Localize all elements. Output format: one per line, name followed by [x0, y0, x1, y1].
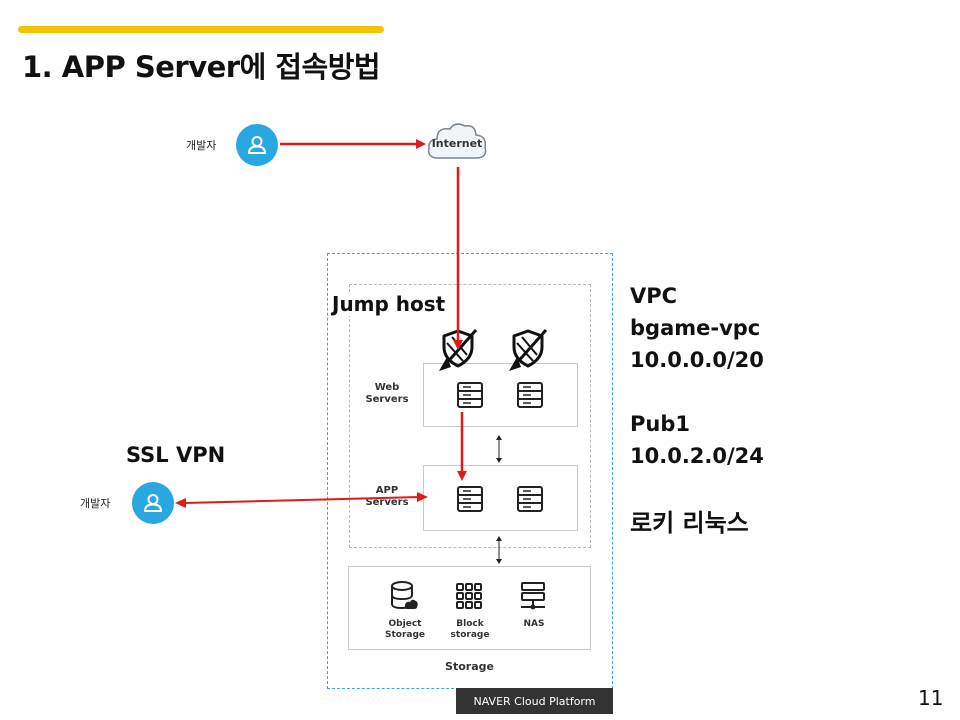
security-shield-1-shield-icon: [437, 327, 483, 377]
web-app-bidirectional-arrow: [496, 435, 502, 463]
developer-to-internet-connection: [280, 139, 426, 149]
developer-vpn-label: 개발자: [80, 497, 111, 510]
app-server-2-server-icon: [516, 485, 544, 517]
app-servers-group: [423, 465, 578, 531]
vpc-label: VPC: [630, 284, 678, 308]
subnet-cidr: 10.0.2.0/24: [630, 444, 764, 468]
os-label: 로키 리눅스: [630, 509, 749, 537]
app-storage-bidirectional-arrow: [496, 536, 502, 564]
web-server-1-server-icon: [456, 381, 484, 413]
ssl-vpn-connection: [175, 492, 428, 508]
internet-cloud-icon: [424, 118, 490, 170]
web-server-2-server-icon: [516, 381, 544, 413]
object-storage-label: Object Storage: [384, 619, 426, 640]
vpc-name: bgame-vpc: [630, 316, 761, 340]
web-servers-group: [423, 363, 578, 427]
subnet-name: Pub1: [630, 412, 690, 436]
web-servers-label: Web Servers: [365, 382, 409, 405]
vpc-info-block: VPC bgame-vpc 10.0.0.0/20: [630, 280, 764, 376]
vpc-cidr: 10.0.0.0/20: [630, 348, 764, 372]
nas-label: NAS: [523, 619, 545, 629]
internet-to-jump-host-connection: [453, 167, 463, 350]
page-number: 11: [918, 686, 944, 710]
app-servers-label: APP Servers: [365, 485, 409, 508]
object-storage-database-icon: [389, 580, 419, 616]
nas-icon: [519, 581, 547, 615]
subnet-info-block: Pub1 10.0.2.0/24: [630, 408, 764, 472]
page-title: 1. APP Server에 접속방법: [22, 50, 381, 84]
jump-host-label: Jump host: [330, 292, 448, 316]
title-accent-bar: [18, 26, 384, 33]
platform-badge: NAVER Cloud Platform: [456, 688, 613, 714]
app-server-1-server-icon: [456, 485, 484, 517]
ssl-vpn-label: SSL VPN: [126, 443, 226, 467]
block-storage-label: Block storage: [450, 619, 490, 640]
developer-vpn-user-icon: [132, 482, 174, 524]
subnet-boundary: [349, 284, 591, 548]
web-to-app-connection: [457, 412, 467, 481]
developer-top-user-icon: [236, 124, 278, 166]
developer-top-label: 개발자: [186, 139, 217, 152]
storage-label: Storage: [445, 660, 494, 673]
block-storage-grid-icon: [455, 582, 483, 614]
security-shield-2-shield-icon: [507, 327, 553, 377]
internet-label: Internet: [431, 137, 483, 150]
